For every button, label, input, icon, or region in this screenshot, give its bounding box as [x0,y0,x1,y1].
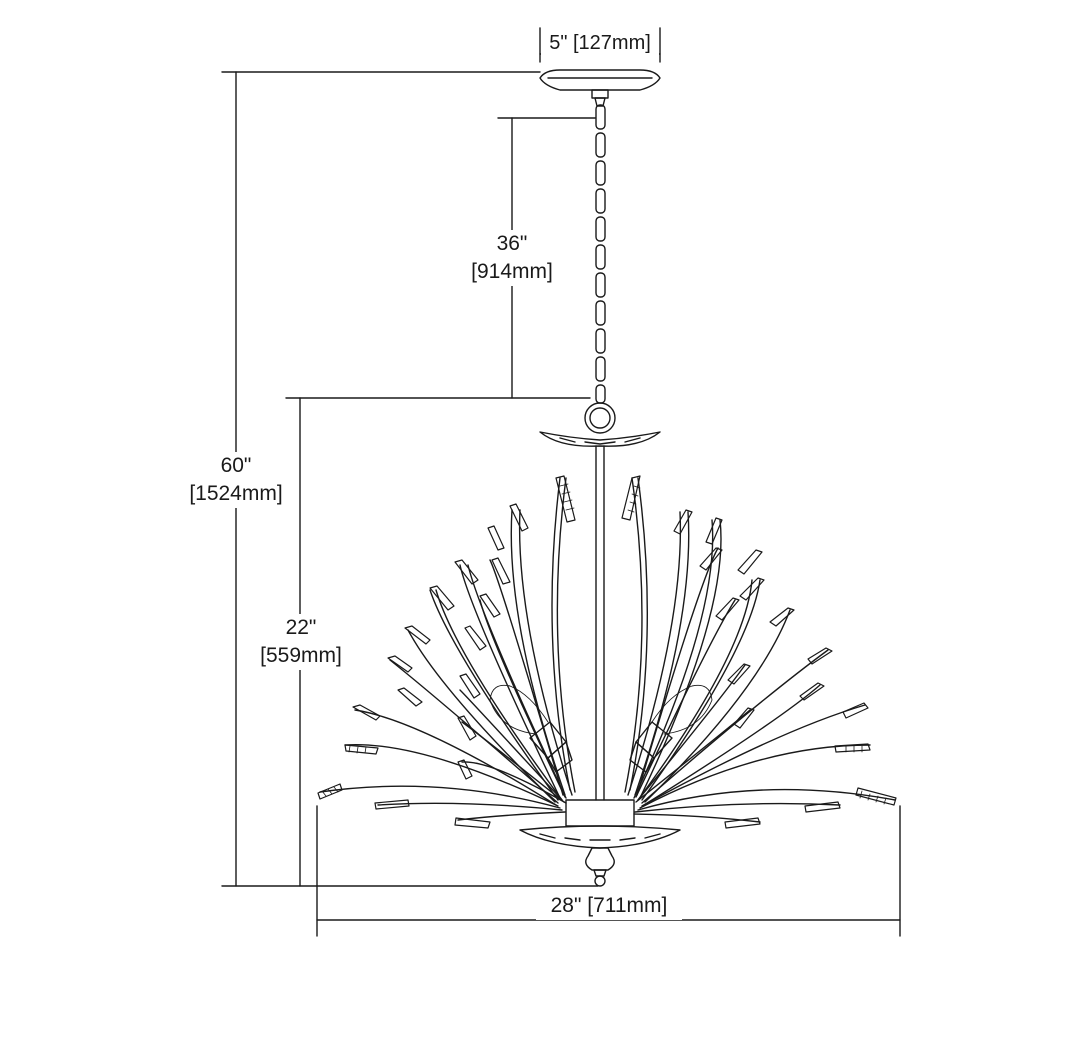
fixture-height-label: 22" [559mm] [252,614,350,670]
chain-length-inches: 36" [496,232,528,255]
top-loop-and-cup [539,402,661,447]
chain-length-mm: [914mm] [471,260,553,283]
overall-height-inches: 60" [220,454,252,477]
fixture-width-label: 28" [711mm] [536,892,682,920]
chain-length-label: 36" [914mm] [462,230,562,286]
overall-height-label: 60" [1524mm] [180,452,292,508]
fixture-height-inches: 22" [285,616,317,639]
canopy-width-label: 5" [127mm] [541,29,659,57]
fixture-height-mm: [559mm] [260,644,342,667]
leaf-tips [317,475,897,829]
canopy [539,69,661,107]
fixture-width-text: 28" [711mm] [550,894,668,917]
canopy-width-text: 5" [127mm] [549,32,651,54]
bulb-outlines [489,684,713,735]
center-stem [595,445,605,801]
candle-sockets [529,721,673,773]
leaf-hatching [321,483,887,805]
lower-body [519,799,681,887]
frond-arms-right [624,477,896,823]
overall-height-mm: [1524mm] [189,482,283,505]
chain [595,104,606,404]
frond-arms-left [319,477,576,821]
